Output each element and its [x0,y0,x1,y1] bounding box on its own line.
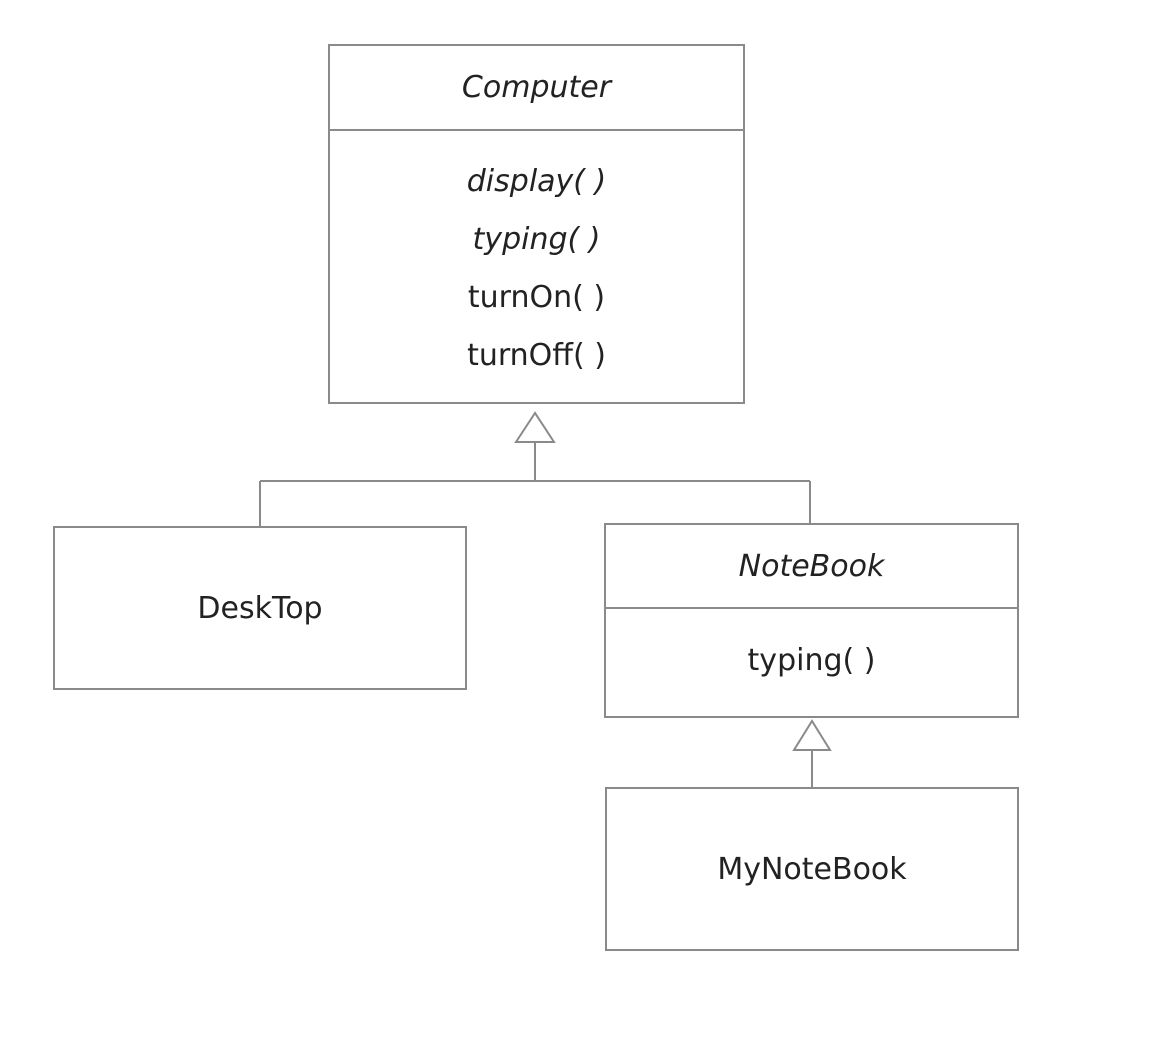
class-notebook: NoteBook typing( ) [604,523,1019,718]
generalization-arrowhead-computer [514,411,556,443]
class-name-notebook: NoteBook [606,525,1017,609]
operation-turn-off: turnOff( ) [467,338,606,373]
operation-typing-notebook: typing( ) [747,643,876,678]
operations-computer: display( ) typing( ) turnOn( ) turnOff( … [330,131,743,385]
class-name-computer: Computer [330,46,743,131]
class-name-mynotebook: MyNoteBook [717,851,907,887]
class-computer: Computer display( ) typing( ) turnOn( ) … [328,44,745,404]
class-mynotebook: MyNoteBook [605,787,1019,951]
class-desktop: DeskTop [53,526,467,690]
operation-turn-on: turnOn( ) [467,280,606,315]
class-name-desktop: DeskTop [197,590,323,626]
operation-typing: typing( ) [472,222,601,257]
operations-notebook: typing( ) [606,609,1017,690]
operation-display: display( ) [466,164,607,199]
generalization-arrowhead-notebook [792,719,832,751]
